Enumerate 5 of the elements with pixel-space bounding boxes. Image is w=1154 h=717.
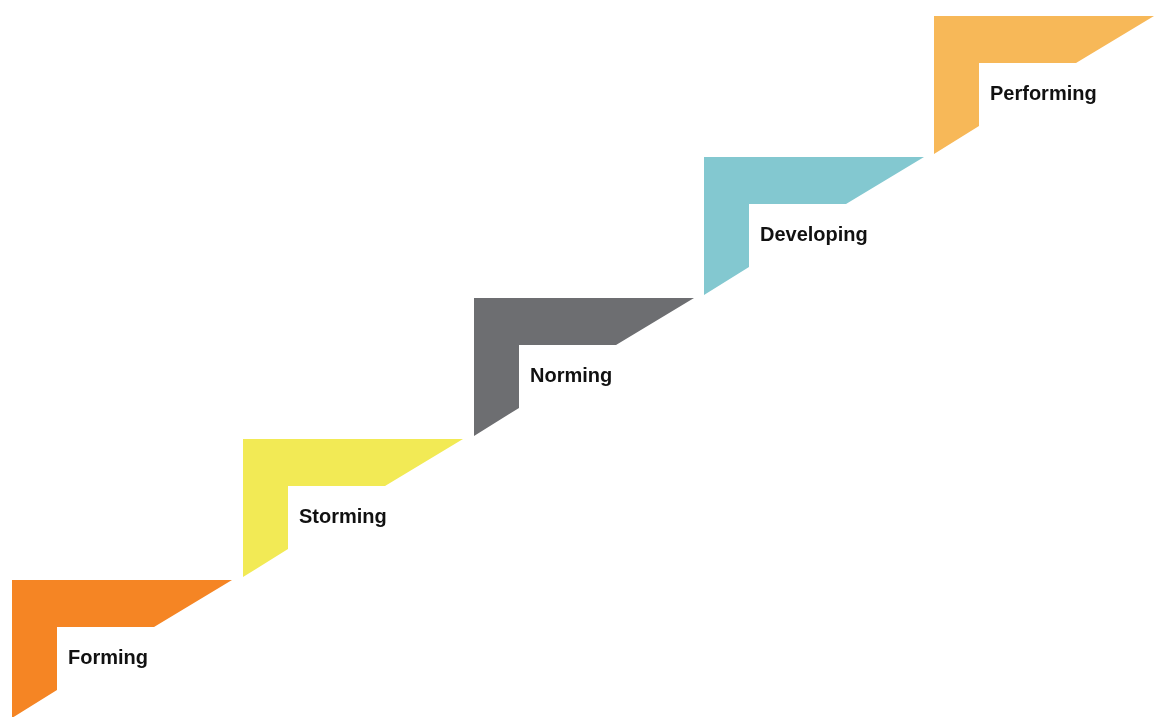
step-label: Forming bbox=[68, 646, 148, 669]
step-label: Developing bbox=[760, 223, 868, 246]
step-label: Performing bbox=[990, 82, 1097, 105]
step-label: Norming bbox=[530, 364, 613, 387]
step-label: Storming bbox=[299, 505, 387, 528]
